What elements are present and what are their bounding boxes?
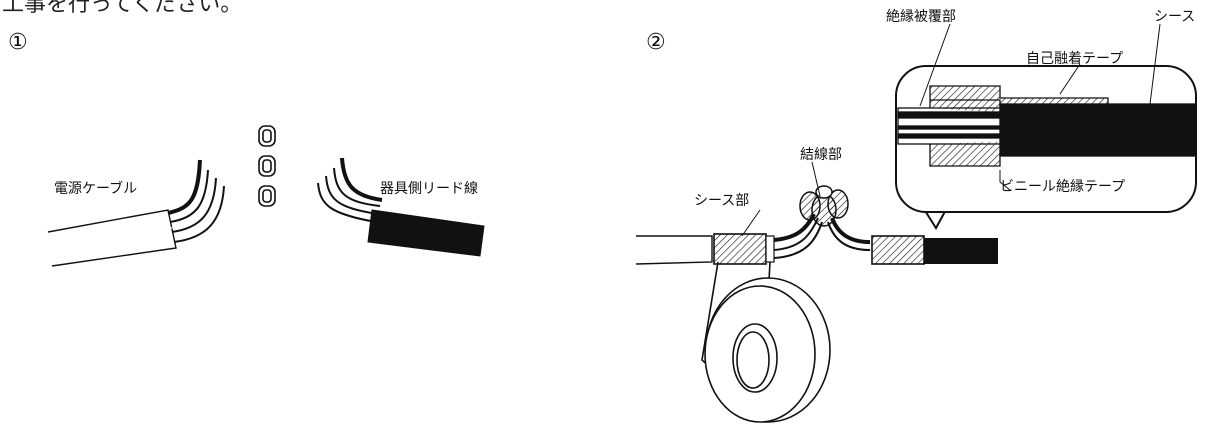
- step-1-number: ①: [8, 30, 28, 55]
- power-cable-drawing: [47, 159, 225, 267]
- label-splice: 結線部: [800, 147, 842, 163]
- label-power-cable: 電源ケーブル: [54, 181, 138, 197]
- diagram-step-1: [47, 125, 485, 267]
- leader-lines: [741, 23, 1161, 237]
- fixture-lead-drawing: [317, 157, 485, 257]
- crimp-connectors: [258, 125, 276, 207]
- label-sheath-part: シース部: [694, 193, 750, 209]
- label-fixture-lead: 器具側リード線: [380, 181, 478, 197]
- label-sheath: シース: [1154, 9, 1196, 25]
- header-text: 工事を行ってください。: [2, 0, 243, 17]
- label-insulation-coating: 絶縁被覆部: [886, 9, 956, 25]
- diagram-step-2: [635, 23, 1197, 423]
- cross-section-drawing: [897, 85, 1197, 167]
- splice-bundle-drawing: [799, 185, 849, 227]
- step-2-number: ②: [646, 30, 666, 55]
- label-self-fusing-tape: 自己融着テープ: [1026, 51, 1124, 67]
- label-vinyl-tape: ビニール絶縁テープ: [1000, 179, 1126, 195]
- tape-roll-drawing: [701, 261, 831, 423]
